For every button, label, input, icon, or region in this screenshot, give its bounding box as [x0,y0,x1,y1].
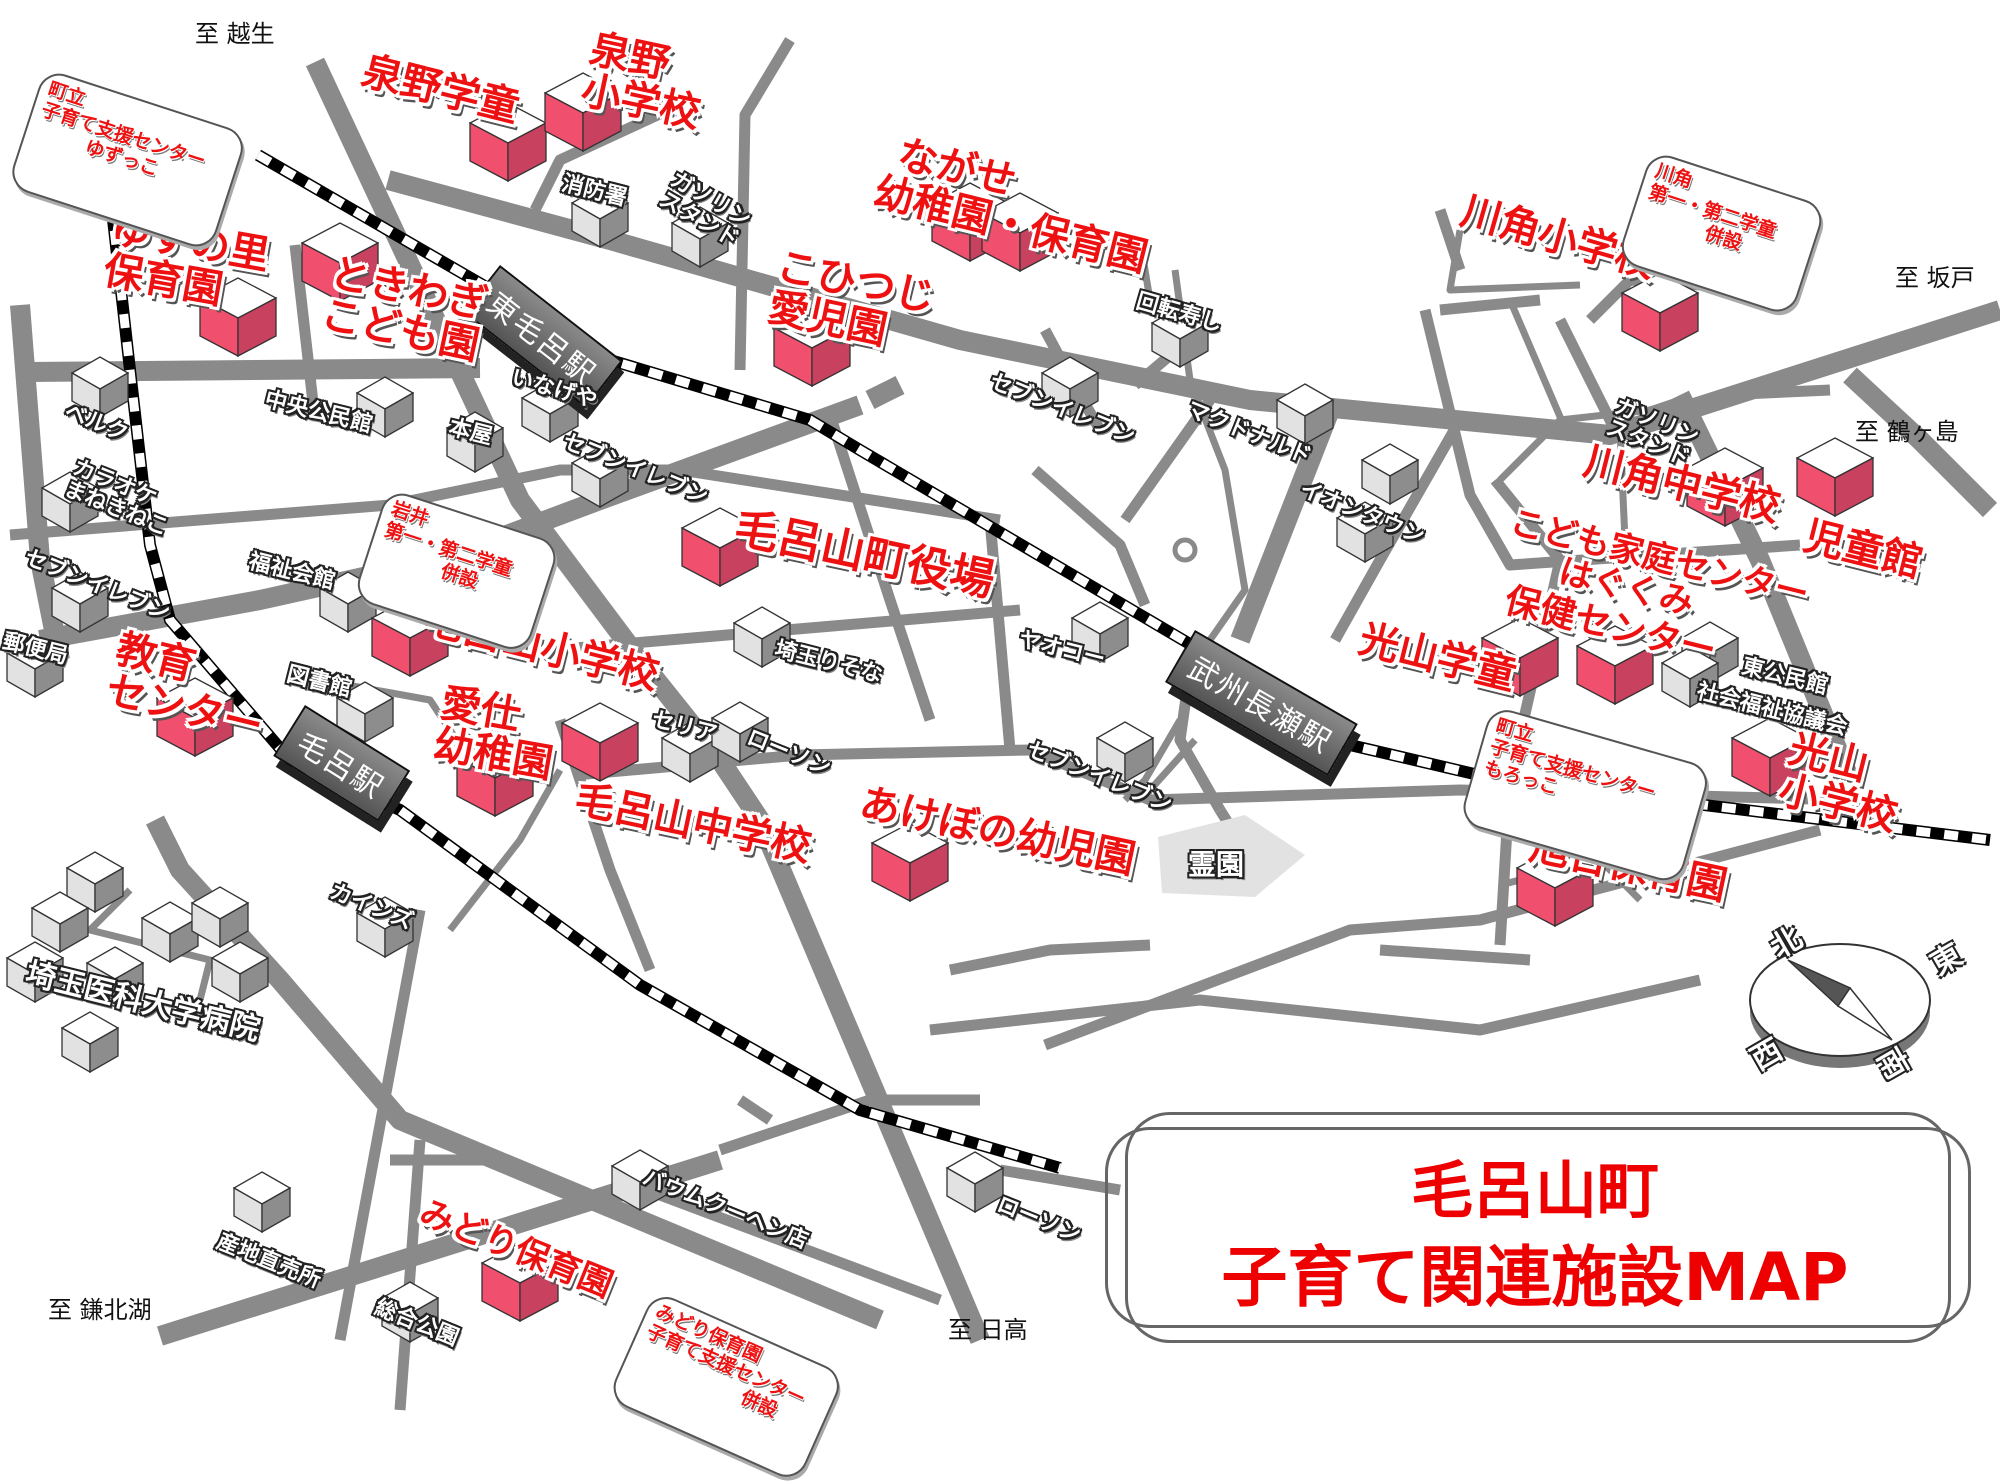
map-canvas [6,37,2000,1411]
cemetery-area [1158,815,1305,897]
roads [9,37,2000,1411]
compass [1749,943,1931,1068]
direction-hidaka: 至 日高 [948,1316,1028,1344]
title-line-1: 毛呂山町 [1410,1154,1659,1227]
title-frame-outer [1105,1127,1971,1328]
map-title-box: 毛呂山町 子育て関連施設MAP [1105,1112,1971,1343]
direction-koshigoe: 至 越生 [195,20,275,48]
roundabout [1172,537,1198,563]
title-line-2: 子育て関連施設MAP [1221,1239,1849,1316]
direction-tsurugashima: 至 鶴ヶ島 [1855,418,1959,446]
direction-kamakitako: 至 鎌北湖 [48,1296,152,1324]
direction-sakado: 至 坂戸 [1895,264,1975,292]
landmark-cemetery[interactable]: 霊園 [1188,848,1245,881]
title-frame-inner [1125,1112,1951,1343]
